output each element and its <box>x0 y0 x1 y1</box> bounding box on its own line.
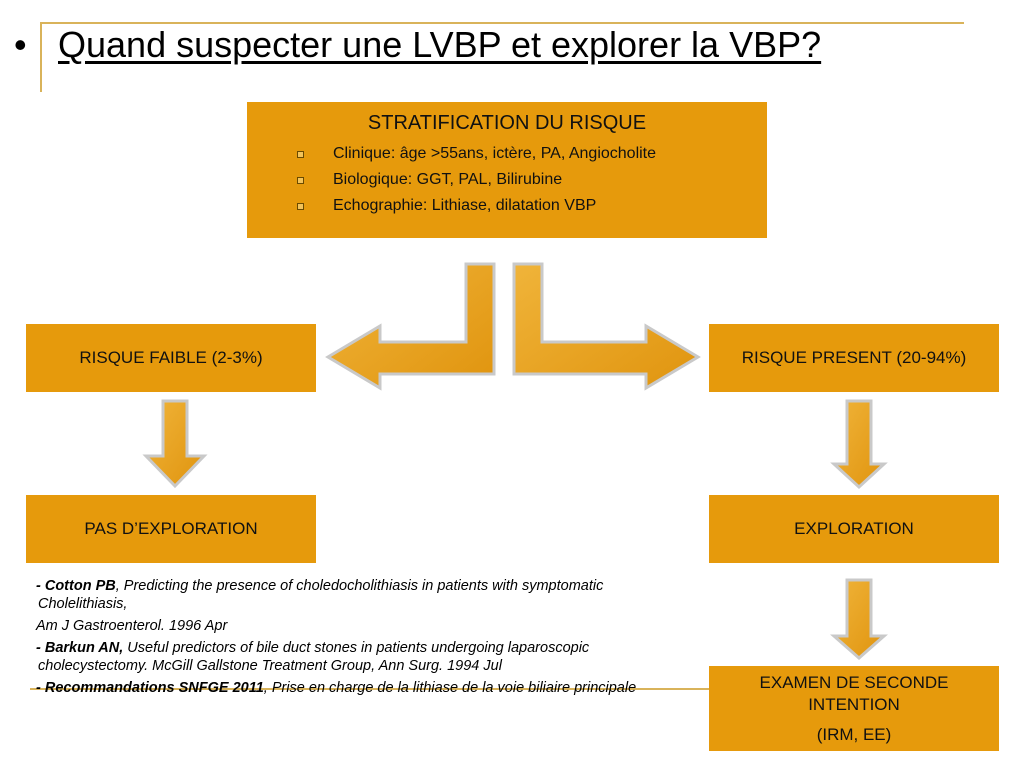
reference-text: Am J Gastroenterol. 1996 Apr <box>36 618 228 634</box>
reference-text: Useful predictors of bile duct stones in… <box>38 640 590 674</box>
references: - Cotton PB, Predicting the presence of … <box>30 577 690 701</box>
item-text: Clinique: âge >55ans, ictère, PA, Angioc… <box>333 145 657 162</box>
down-arrow-low-icon <box>142 399 208 489</box>
list-item: Echographie: Lithiase, dilatation VBP <box>297 193 767 219</box>
reference-author: - Barkun AN, <box>36 640 124 656</box>
risk-stratification-box: STRATIFICATION DU RISQUE Clinique: âge >… <box>247 102 767 238</box>
down-arrow-present-icon <box>830 399 888 490</box>
square-bullet-icon <box>297 177 304 184</box>
reference-author: - Recommandations SNFGE 2011 <box>36 680 264 696</box>
down-arrow-exploration-icon <box>830 578 888 660</box>
item-text: Biologique: GGT, PAL, Bilirubine <box>333 171 563 188</box>
no-exploration-box: PAS D’EXPLORATION <box>26 495 316 563</box>
item-text: Echographie: Lithiase, dilatation VBP <box>333 197 597 214</box>
list-item: Biologique: GGT, PAL, Bilirubine <box>297 167 767 193</box>
low-risk-box: RISQUE FAIBLE (2-3%) <box>26 324 316 392</box>
top-frame-line <box>40 22 964 24</box>
reference-text: , Predicting the presence of choledochol… <box>38 578 604 612</box>
second-line-text: EXAMEN DE SECONDE INTENTION <box>759 672 949 714</box>
reference-author: - Cotton PB <box>36 578 116 594</box>
title-bullet: • <box>14 24 27 65</box>
reference-text: , Prise en charge de la lithiase de la v… <box>263 680 637 696</box>
stratification-list: Clinique: âge >55ans, ictère, PA, Angioc… <box>247 141 767 219</box>
exploration-box: EXPLORATION <box>709 495 999 563</box>
reference-item: - Recommandations SNFGE 2011, Prise en c… <box>30 679 690 697</box>
stratification-title: STRATIFICATION DU RISQUE <box>367 112 647 134</box>
second-line-exam-box: EXAMEN DE SECONDE INTENTION (IRM, EE) <box>709 666 999 751</box>
bent-arrow-right-icon <box>512 262 701 391</box>
second-line-detail: (IRM, EE) <box>816 724 892 744</box>
left-frame-line <box>40 22 42 92</box>
present-risk-box: RISQUE PRESENT (20-94%) <box>709 324 999 392</box>
reference-item: - Cotton PB, Predicting the presence of … <box>30 577 690 613</box>
bent-arrow-left-icon <box>325 262 496 391</box>
square-bullet-icon <box>297 203 304 210</box>
reference-item: Am J Gastroenterol. 1996 Apr <box>30 617 690 635</box>
square-bullet-icon <box>297 151 304 158</box>
bottom-frame-line <box>30 688 710 690</box>
reference-item: - Barkun AN, Useful predictors of bile d… <box>30 639 690 675</box>
slide-title: Quand suspecter une LVBP et explorer la … <box>58 24 822 65</box>
list-item: Clinique: âge >55ans, ictère, PA, Angioc… <box>297 141 767 167</box>
